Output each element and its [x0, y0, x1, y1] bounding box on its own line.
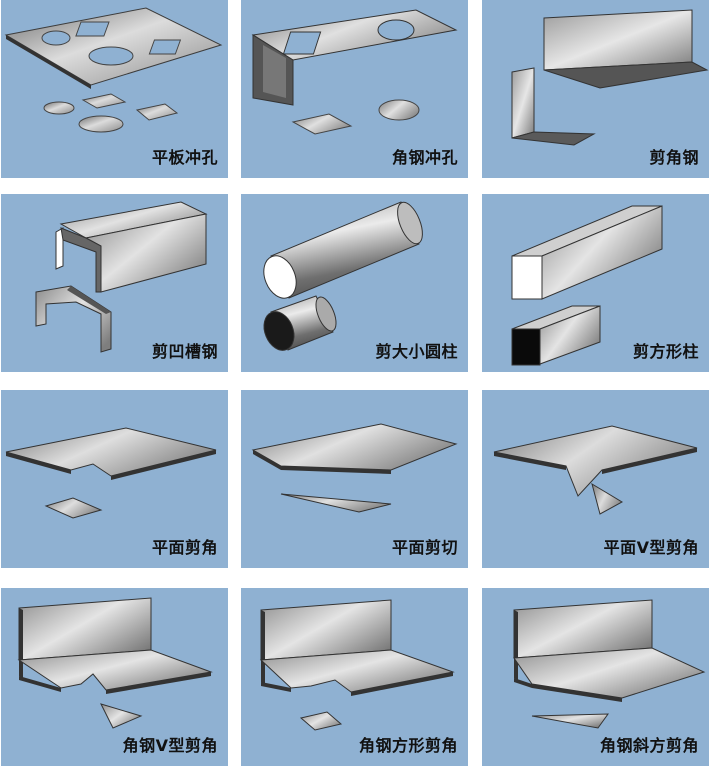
tile-cut-angle-steel: 剪角钢: [482, 0, 709, 178]
tile-angle-steel-punching: 角钢冲孔: [241, 0, 468, 178]
tile-cut-square-bar: 剪方形柱: [482, 194, 709, 372]
tile-label: 角钢冲孔: [392, 144, 458, 168]
tile-flat-v-notch: 平面V型剪角: [482, 390, 709, 568]
tile-cut-round-bar: 剪大小圆柱: [241, 194, 468, 372]
tile-label: 平面剪切: [392, 534, 458, 558]
tile-label: 平面V型剪角: [604, 534, 699, 558]
tile-label: 平板冲孔: [152, 144, 218, 168]
tile-label: 剪大小圆柱: [375, 338, 458, 362]
tile-label: 平面剪角: [152, 534, 218, 558]
tile-cut-channel-steel: 剪凹槽钢: [1, 194, 228, 372]
tile-label: 剪角钢: [649, 144, 699, 168]
tile-angle-v-notch: 角钢V型剪角: [1, 588, 228, 766]
tile-label: 角钢斜方剪角: [600, 732, 699, 756]
tile-flat-plate-punching: 平板冲孔: [1, 0, 228, 178]
tile-flat-corner-cut: 平面剪角: [1, 390, 228, 568]
tile-angle-square-notch: 角钢方形剪角: [241, 588, 468, 766]
tile-label: 角钢V型剪角: [123, 732, 218, 756]
tile-label: 剪凹槽钢: [152, 338, 218, 362]
tile-label: 角钢方形剪角: [359, 732, 458, 756]
tile-label: 剪方形柱: [633, 338, 699, 362]
tile-flat-shear-cut: 平面剪切: [241, 390, 468, 568]
tile-angle-oblique-notch: 角钢斜方剪角: [482, 588, 709, 766]
